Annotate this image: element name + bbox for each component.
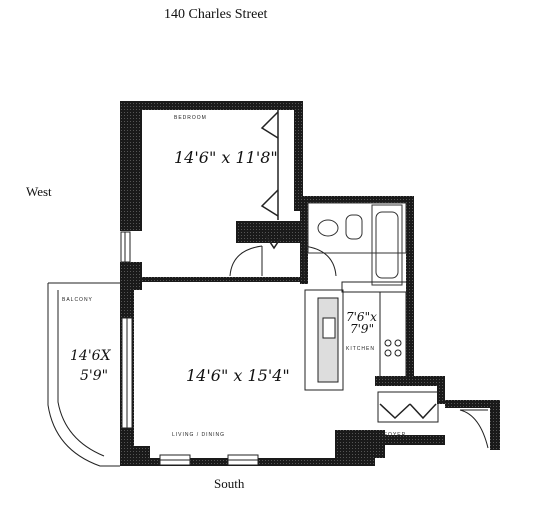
- plan-title: 140 Charles Street: [164, 7, 268, 22]
- foyer-closet: [377, 391, 439, 423]
- entry-door: [459, 409, 489, 449]
- living-walls: [120, 290, 500, 466]
- bedroom-walls: [120, 101, 304, 290]
- kitchen-dimensions-1: 7'6"x: [346, 310, 377, 324]
- south-label: South: [214, 476, 245, 491]
- foyer-label: FOYER: [384, 432, 407, 438]
- west-window: [120, 231, 131, 263]
- south-windows: [159, 454, 259, 466]
- bedroom-door: [229, 232, 337, 277]
- kitchen-label: KITCHEN: [346, 346, 375, 352]
- kitchen: [304, 281, 408, 391]
- kitchen-dimensions-2: 7'9": [350, 322, 375, 336]
- living-dimensions: 14'6" x 15'4": [186, 366, 290, 385]
- west-label: West: [26, 184, 52, 199]
- bathroom: [300, 196, 414, 380]
- balcony-dimensions-1: 14'6X: [70, 348, 111, 364]
- balcony-label: BALCONY: [62, 297, 93, 303]
- living-west-window: [121, 317, 133, 429]
- bedroom-dimensions: 14'6" x 11'8": [174, 148, 278, 167]
- bedroom-label: BEDROOM: [174, 115, 207, 121]
- balcony-outline: [47, 282, 120, 467]
- living-label: LIVING / DINING: [172, 432, 226, 438]
- balcony-dimensions-2: 5'9": [80, 368, 109, 384]
- bedroom-closet: [260, 110, 279, 220]
